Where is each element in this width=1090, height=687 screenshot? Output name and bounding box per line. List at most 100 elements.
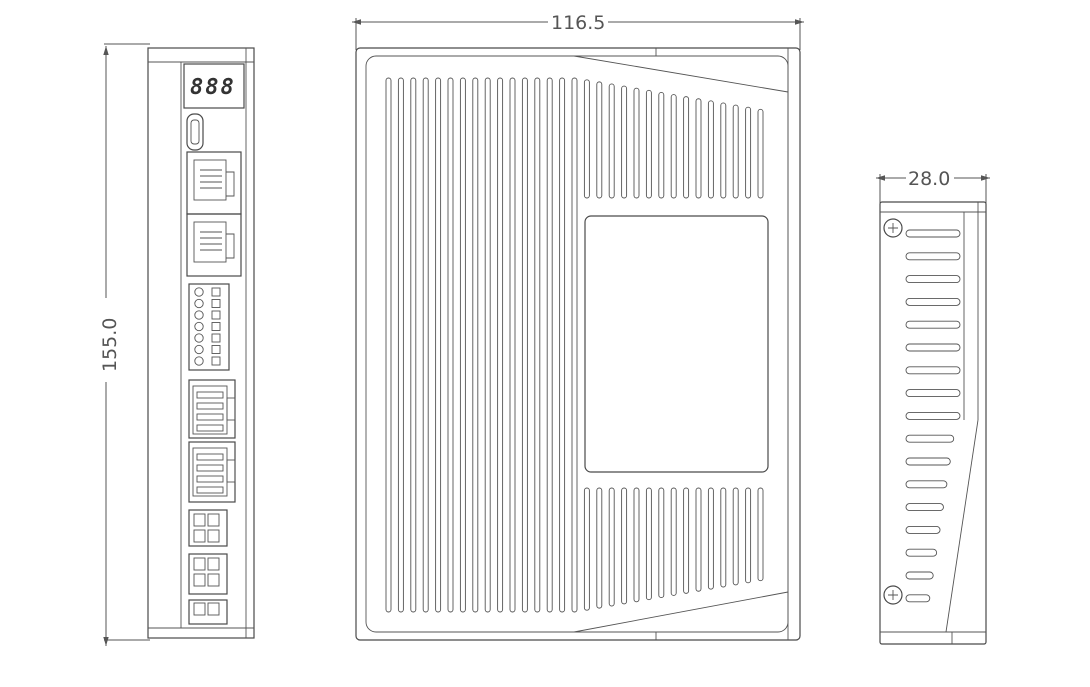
power-pin — [193, 513, 206, 527]
fin — [707, 487, 714, 590]
io-pin — [196, 413, 224, 421]
fin — [745, 487, 752, 584]
terminal-pin — [194, 356, 204, 366]
fin — [497, 77, 504, 613]
vent-slot — [905, 503, 944, 512]
power-pin — [207, 602, 220, 616]
fin — [707, 100, 714, 199]
power-pin — [207, 513, 220, 527]
fin — [732, 487, 739, 586]
io-pin — [196, 402, 224, 410]
vent-slot — [905, 320, 961, 329]
screw-top-icon — [883, 218, 903, 238]
display-digits: 888 — [190, 75, 236, 100]
width-dimension-label: 116.5 — [551, 12, 605, 34]
vent-slot — [905, 525, 941, 534]
vent-slot — [905, 229, 961, 238]
seven-segment-display: 888 — [183, 63, 245, 109]
usb-port — [186, 113, 204, 151]
io-pin — [196, 424, 224, 432]
io-connector-1 — [188, 379, 236, 439]
fin — [633, 87, 640, 199]
io-pin — [196, 391, 224, 399]
fin — [720, 102, 727, 199]
fin — [583, 79, 590, 199]
side-width-dimension: 28.0 — [876, 168, 990, 204]
side-view — [879, 201, 987, 645]
height-dimension-label: 155.0 — [99, 318, 121, 372]
fin — [447, 77, 454, 613]
power-pin — [207, 529, 220, 543]
fin — [410, 77, 417, 613]
fin — [757, 487, 764, 582]
terminal-pin — [194, 298, 204, 309]
fin — [683, 96, 690, 199]
height-dimension: 155.0 — [99, 43, 150, 646]
terminal-pin — [211, 287, 221, 297]
terminal-pin — [211, 333, 221, 343]
vent-slot — [905, 457, 951, 466]
fin — [521, 77, 528, 613]
fin — [732, 104, 739, 199]
power-pin — [193, 557, 206, 571]
fin — [645, 487, 652, 601]
width-dimension: 116.5 — [352, 12, 804, 50]
power-connector-2 — [188, 553, 228, 595]
vent-slot — [905, 275, 961, 284]
io-pin — [196, 453, 224, 461]
fin — [509, 77, 516, 613]
power-connector-3 — [188, 599, 228, 625]
power-pin — [193, 602, 206, 616]
fin — [472, 77, 479, 613]
heatsink-front-view — [355, 47, 801, 641]
io-pin — [196, 486, 224, 494]
terminal-pin — [211, 299, 221, 308]
connector-pins — [193, 287, 224, 616]
terminal-pin — [211, 356, 221, 366]
vent-slots — [905, 229, 961, 603]
vent-slot — [905, 252, 961, 261]
fin — [621, 487, 628, 605]
terminal-pin — [211, 322, 221, 331]
vent-slot — [905, 548, 938, 557]
fin — [385, 77, 392, 613]
terminal-pin — [194, 344, 204, 355]
power-pin — [193, 529, 206, 543]
vent-slot — [905, 389, 961, 398]
power-pin — [193, 573, 206, 587]
ethernet-port-1 — [186, 151, 242, 215]
fin — [583, 487, 590, 611]
fin — [645, 89, 652, 199]
fin — [422, 77, 429, 613]
fin — [397, 77, 404, 613]
fin — [658, 91, 665, 199]
fin — [596, 81, 603, 199]
terminal-pin — [194, 333, 204, 343]
fin — [559, 77, 566, 613]
terminal-pin — [194, 287, 204, 297]
power-pin — [207, 573, 220, 587]
fin — [757, 108, 764, 199]
fin — [621, 85, 628, 199]
vent-slot — [905, 594, 931, 603]
cooling-fins — [385, 77, 764, 613]
vent-slot — [905, 411, 961, 420]
vent-slot — [905, 571, 934, 580]
ethernet-port-2 — [186, 213, 242, 277]
fin — [608, 487, 615, 607]
fin — [534, 77, 541, 613]
fin — [633, 487, 640, 603]
fin — [670, 487, 677, 596]
fin — [720, 487, 727, 588]
fin — [695, 98, 702, 199]
vent-slot — [905, 480, 948, 489]
side-width-dimension-label: 28.0 — [908, 168, 950, 190]
terminal-pin — [211, 310, 221, 320]
fin — [484, 77, 491, 613]
fin — [459, 77, 466, 613]
fin — [658, 487, 665, 599]
power-connector-1 — [188, 509, 228, 547]
fin — [745, 106, 752, 199]
screw-bottom-icon — [883, 585, 903, 605]
